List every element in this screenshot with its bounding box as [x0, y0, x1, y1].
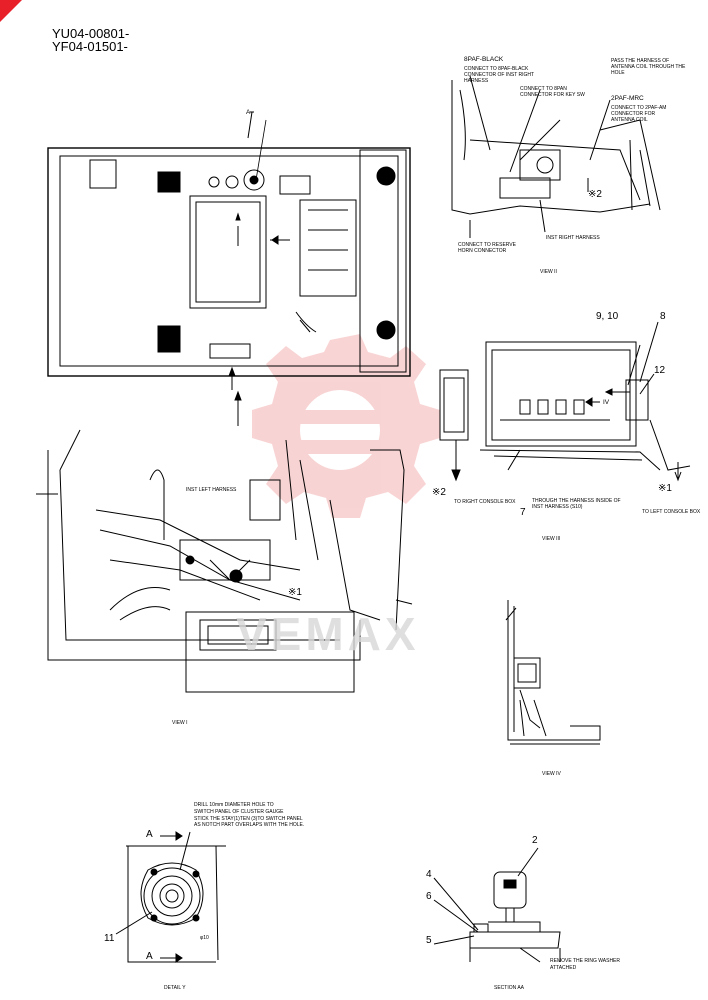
view-2-ref-2: ※2 — [588, 189, 602, 200]
view-1-harness-label: INST LEFT HARNESS — [186, 487, 237, 493]
view-2-note-antenna: PASS THE HARNESS OF ANTENNA COIL THROUGH… — [611, 58, 686, 76]
view-3-ref-1: ※1 — [658, 483, 672, 494]
view-3-num-9-10: 9, 10 — [596, 311, 619, 322]
view-2-label-2paf: 2PAF-MRC — [611, 95, 644, 102]
watermark-logo — [252, 334, 440, 518]
detail-section-top: A — [146, 829, 153, 840]
view-3-through-harness: THROUGH THE HARNESS INSIDE OF INST HARNE… — [532, 498, 621, 510]
view-3-to-left: TO LEFT CONSOLE BOX — [642, 509, 701, 515]
detail-section-bottom: A — [146, 951, 153, 962]
view-3-caption: VIEW III — [542, 536, 561, 542]
detail-note-line-3: STICK THE STAY(1)TEN (3)TO SWITCH PANEL — [194, 815, 303, 822]
section-aa-drawing — [433, 847, 561, 963]
detail-num-11: 11 — [104, 933, 115, 944]
part-code-2: YF04-01501- — [52, 39, 128, 54]
view-2-label-8paf: 8PAF-BLACK — [464, 56, 504, 63]
view-2-note-8pan: CONNECT TO 8PAN CONNECTOR FOR KEY SW — [520, 86, 585, 98]
view-2-note-2paf: CONNECT TO 2PAF-AM CONNECTOR FOR ANTENNA… — [611, 105, 667, 123]
view-1-ref-1: ※1 — [288, 587, 302, 598]
view-2-drawing — [451, 75, 661, 238]
detail-note-line-2: SWITCH PANEL OF CLUSTER GAUGE — [194, 808, 284, 815]
detail-y-drawing — [115, 831, 226, 963]
view-1-caption: VIEW I — [172, 720, 188, 726]
section-aa-num-6: 6 — [426, 891, 432, 902]
section-aa-caption: SECTION AA — [494, 985, 525, 991]
view-3-num-8: 8 — [660, 311, 666, 322]
detail-caption: DETAIL Y — [164, 985, 186, 991]
section-aa-note-line-2: ATTACHED — [550, 964, 577, 971]
view-3-to-right: TO RIGHT CONSOLE BOX — [454, 499, 516, 505]
detail-note-line-4: AS NOTCH PART OVERLAPS WITH THE HOLE. — [194, 822, 305, 829]
detail-phi-label: φ10 — [200, 935, 209, 941]
view-3-num-12: 12 — [654, 365, 666, 376]
view-4-drawing — [505, 600, 601, 745]
view-2-note-8paf: CONNECT TO 8PAF-BLACK CONNECTOR OF INST … — [464, 66, 535, 84]
view-1-cab-drawing — [36, 429, 413, 693]
view-3-drawing — [439, 321, 691, 482]
detail-note: DRILL 10mm DIAMETER HOLE TO SWITCH PANEL… — [194, 802, 304, 829]
view-2-note-reserve: CONNECT TO RESERVE HORN CONNECTOR — [458, 242, 516, 254]
view-1-callout-a: A — [246, 109, 251, 116]
view-1-top-frame — [47, 111, 411, 426]
view-2-harness-label: INST RIGHT HARNESS — [546, 235, 600, 241]
view-2-caption: VIEW II — [540, 269, 557, 275]
section-aa-num-4: 4 — [426, 869, 432, 880]
view-4-caption: VIEW IV — [542, 771, 561, 777]
detail-note-line-1: DRILL 10mm DIAMETER HOLE TO — [194, 802, 274, 808]
corner-logo-mark — [0, 0, 22, 22]
section-aa-num-5: 5 — [426, 935, 432, 946]
view-3-ref-iv: IV — [603, 399, 610, 406]
section-aa-num-2: 2 — [532, 835, 538, 846]
view-3-ref-2: ※2 — [432, 487, 446, 498]
part-code-1: YU04-00801- — [52, 26, 130, 41]
watermark-text: VEMAX — [236, 608, 420, 660]
section-aa-note: REMOVE THE RING WASHER ATTACHED — [550, 958, 620, 972]
section-aa-note-line-1: REMOVE THE RING WASHER — [550, 958, 621, 964]
view-3-num-7: 7 — [520, 507, 526, 518]
